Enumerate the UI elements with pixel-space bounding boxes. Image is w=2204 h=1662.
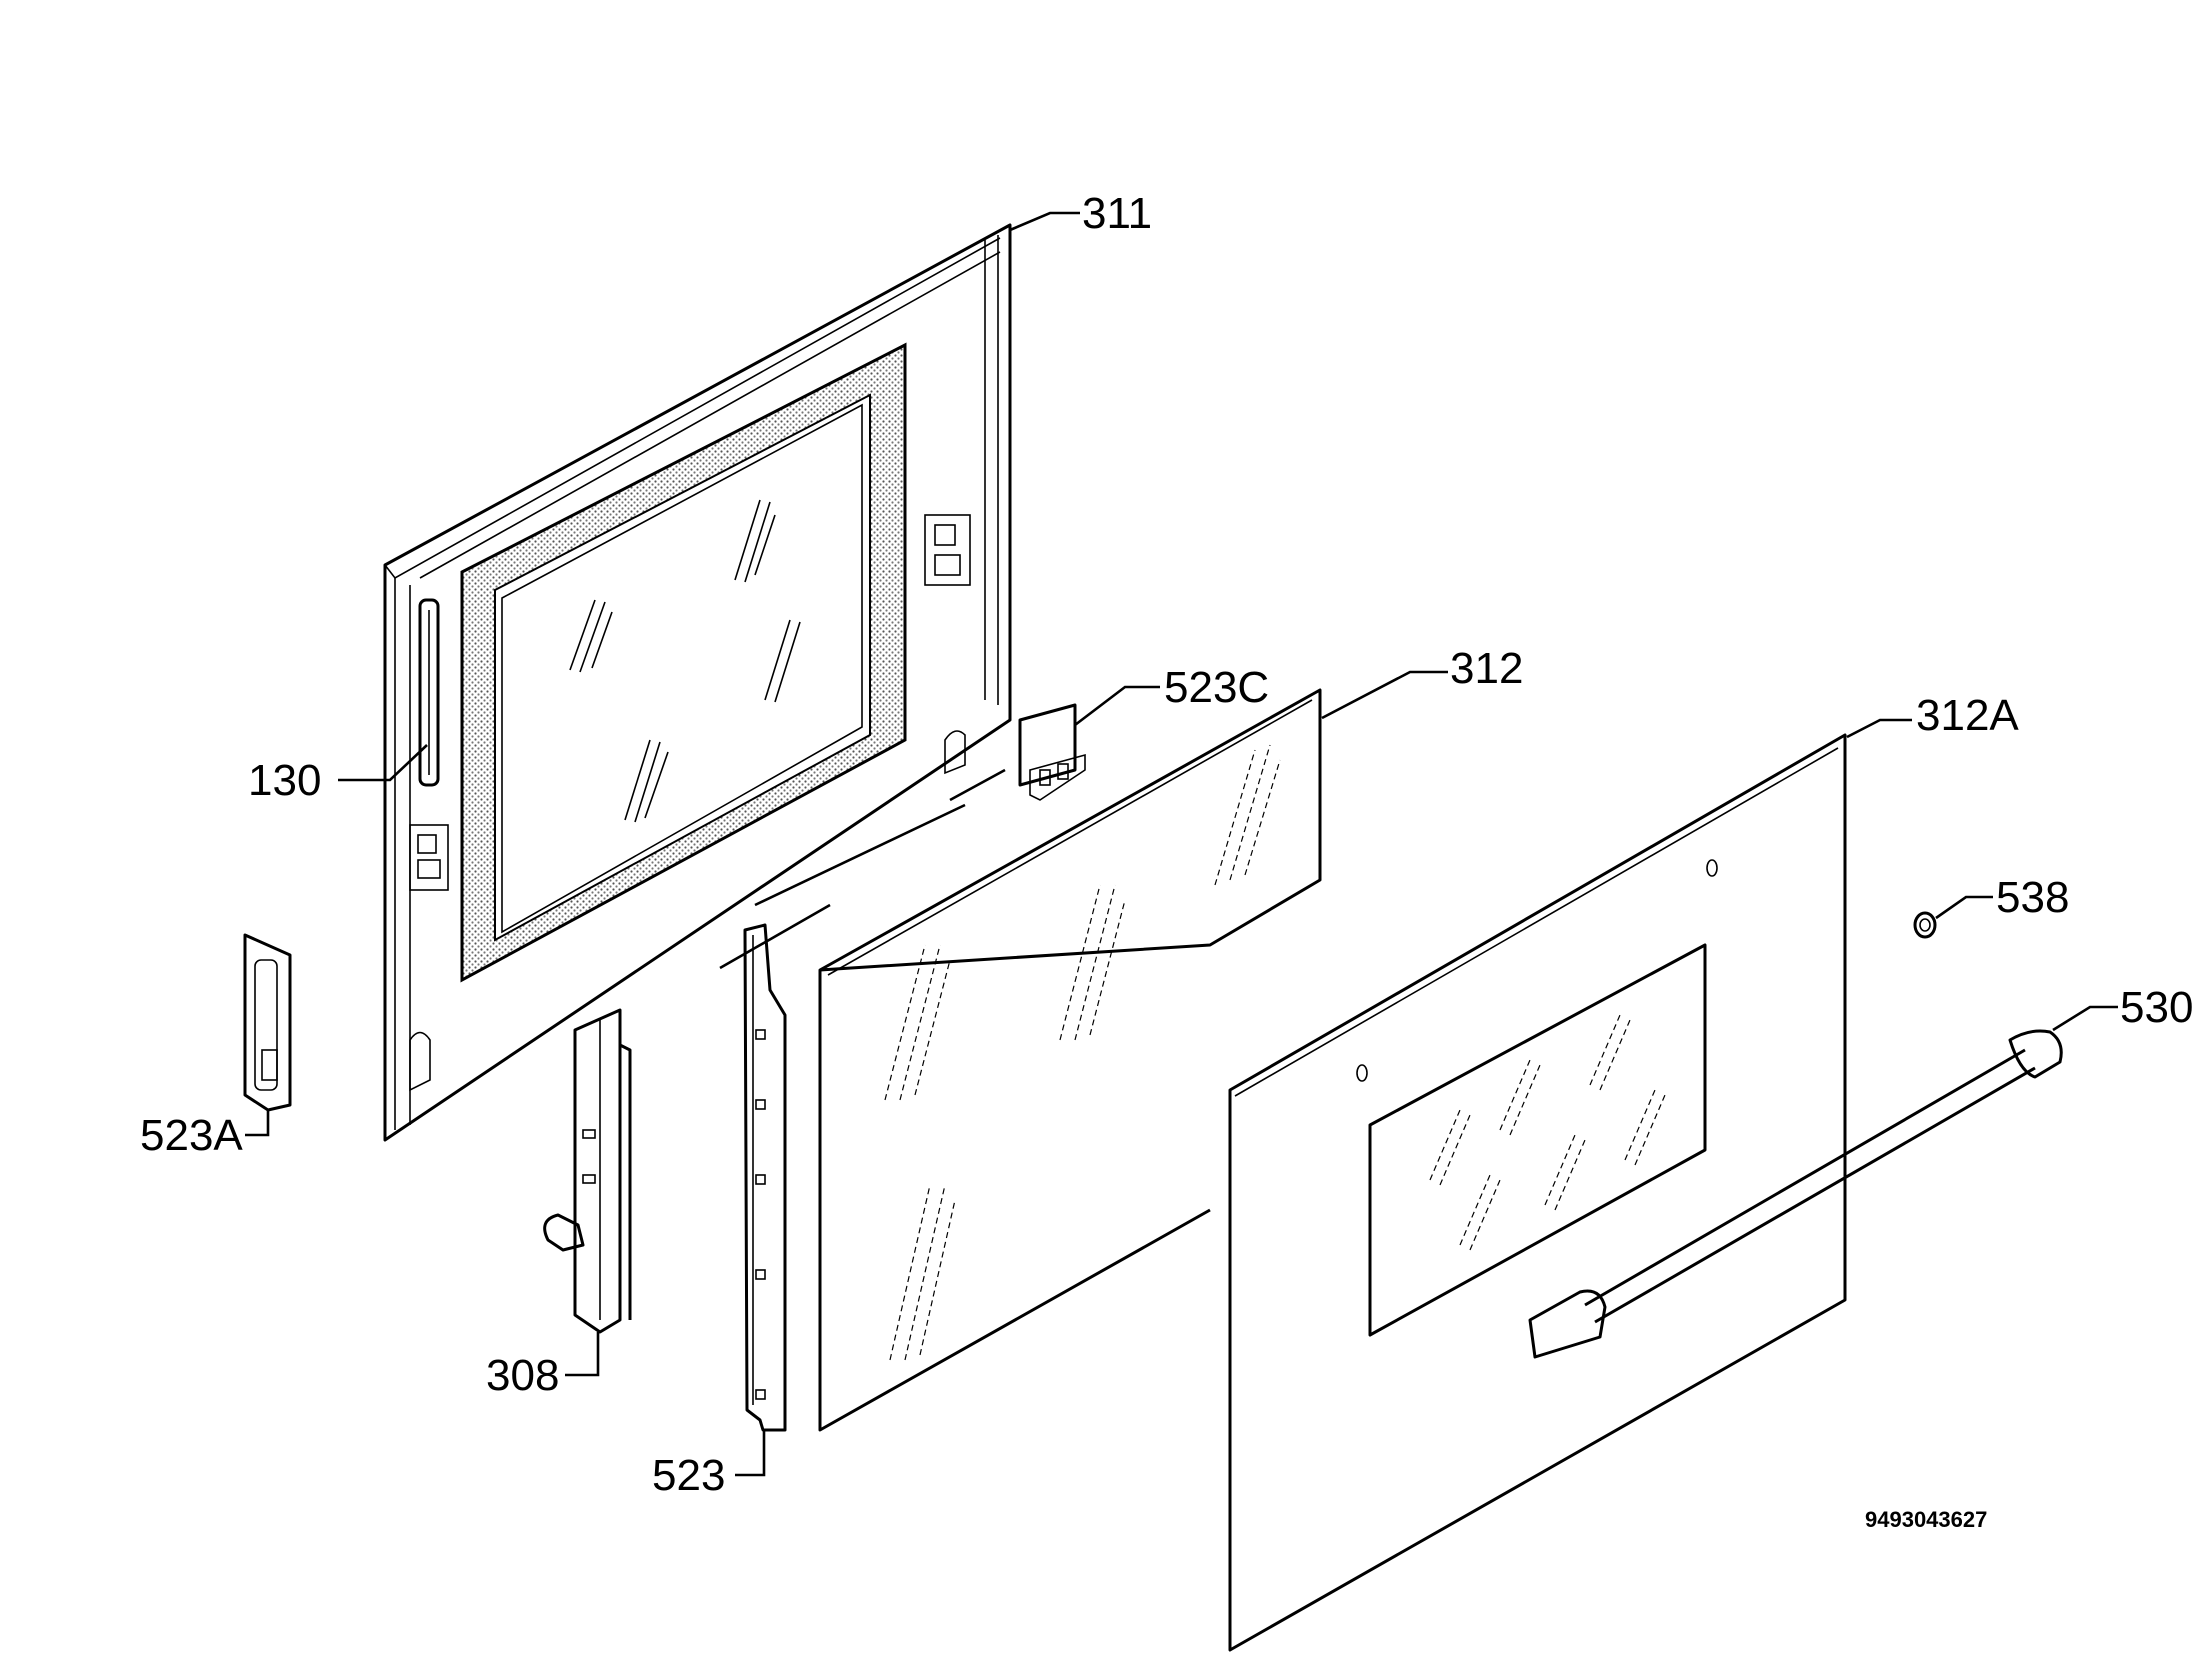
drawing-number: 9493043627 (1865, 1507, 1987, 1532)
label-523a: 523A (140, 1111, 243, 1160)
label-312: 312 (1450, 644, 1523, 693)
bracket-523c (1018, 703, 1086, 801)
door-handle-530 (1528, 1029, 2063, 1359)
label-311: 311 (1082, 189, 1152, 238)
part-labels: 311 130 523C 312 312A 538 530 523A 308 5… (140, 189, 2193, 1532)
door-seal-strip-130 (418, 598, 440, 787)
frame-hinge-upper (924, 514, 971, 586)
glass-reflection-marks (1429, 1014, 1666, 1251)
label-523: 523 (652, 1451, 725, 1500)
label-308: 308 (486, 1351, 559, 1400)
hinge-308 (543, 1008, 632, 1334)
outer-glass-panel-312a (1228, 733, 1847, 1652)
hinge-cover-523a (243, 933, 292, 1112)
hinge-rail-523 (743, 923, 787, 1432)
label-130: 130 (248, 756, 321, 805)
frame-hinge-lower (409, 824, 449, 891)
screw-538 (1913, 911, 1937, 939)
glass-reflection-marks (884, 744, 1281, 1361)
alignment-lines (719, 768, 1006, 970)
label-312a: 312A (1916, 691, 2019, 740)
glass-reflection-marks (569, 499, 801, 823)
leader-lines (245, 211, 2118, 1477)
label-538: 538 (1996, 873, 2069, 922)
middle-glass-panel-312 (818, 688, 1322, 1432)
label-530: 530 (2120, 983, 2193, 1032)
inner-door-frame-311 (383, 223, 1012, 1142)
label-523c: 523C (1164, 663, 1269, 712)
